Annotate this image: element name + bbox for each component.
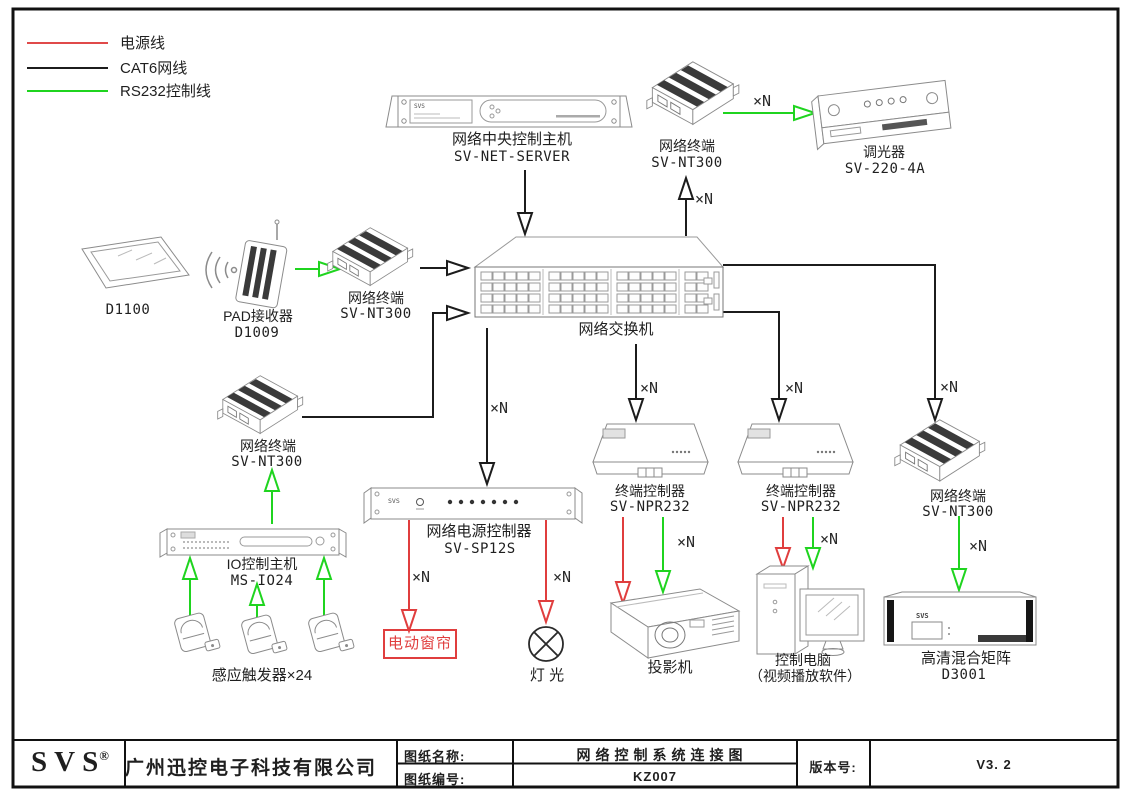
nt300-mid-label: 网络终端 bbox=[240, 438, 296, 454]
company-logo: SVS® bbox=[24, 746, 116, 779]
rs232-lines bbox=[189, 112, 960, 629]
cat6-lines bbox=[302, 170, 936, 464]
npr232-1-model: SV-NPR232 bbox=[609, 499, 691, 515]
lamp-icon bbox=[528, 626, 564, 662]
power-arrowheads bbox=[400, 547, 792, 635]
io-host-model: MS-IO24 bbox=[230, 573, 294, 589]
pad-receiver-illustration bbox=[235, 219, 288, 309]
legend-lines bbox=[27, 42, 108, 92]
matrix-brand-text: SVS bbox=[916, 612, 929, 620]
xn-nt300-top: ×N bbox=[695, 190, 714, 208]
sheet-name-label: 图纸名称: bbox=[404, 749, 466, 764]
npr232-2-model: SV-NPR232 bbox=[760, 499, 842, 515]
nt300-left-model: SV-NT300 bbox=[340, 306, 412, 322]
server-label: 网络中央控制主机 bbox=[451, 131, 573, 148]
nt300-mid-illustration bbox=[217, 375, 304, 434]
server-brand-text: SVS bbox=[414, 103, 425, 110]
xn-sp12s: ×N bbox=[490, 399, 509, 417]
light-label: 灯 光 bbox=[529, 667, 565, 684]
power-controller-label: 网络电源控制器 bbox=[426, 523, 532, 540]
xn-dimmer: ×N bbox=[753, 92, 772, 110]
registered-mark: ® bbox=[99, 748, 109, 764]
curtain-box: 电动窗帘 bbox=[383, 629, 457, 659]
sensors-label: 感应触发器×24 bbox=[211, 667, 313, 684]
switch-illustration bbox=[473, 236, 725, 318]
server-illustration: SVS bbox=[385, 95, 633, 128]
version-label: 版本号: bbox=[809, 760, 857, 775]
projector-label: 投影机 bbox=[647, 659, 693, 676]
io-host-illustration bbox=[159, 528, 347, 558]
nt300-right-illustration bbox=[894, 419, 986, 482]
pc-sublabel: （视频播放软件） bbox=[749, 668, 861, 684]
legend-label-rs232: RS232控制线 bbox=[120, 83, 211, 100]
xn-pc: ×N bbox=[820, 530, 839, 548]
sensor-3-illustration bbox=[307, 609, 355, 658]
nt300-left-label: 网络终端 bbox=[348, 290, 404, 306]
matrix-label: 高清混合矩阵 bbox=[920, 650, 1012, 667]
sheet-border bbox=[11, 7, 1120, 789]
nt300-mid-model: SV-NT300 bbox=[231, 454, 303, 470]
nt300-left-illustration bbox=[327, 227, 414, 286]
sensor-1-illustration bbox=[173, 609, 221, 658]
matrix-model: D3001 bbox=[941, 667, 987, 683]
nt300-top-label: 网络终端 bbox=[659, 138, 715, 154]
nt300-right-label: 网络终端 bbox=[930, 488, 986, 504]
nt300-right-model: SV-NT300 bbox=[922, 504, 994, 520]
power-controller-illustration: SVS bbox=[363, 487, 583, 524]
npr232-1-label: 终端控制器 bbox=[615, 483, 685, 499]
nt300-top-model: SV-NT300 bbox=[651, 155, 723, 171]
tablet-illustration bbox=[81, 236, 190, 289]
company-name: 广州迅控电子科技有限公司 bbox=[124, 758, 378, 779]
xn-curtain: ×N bbox=[412, 568, 431, 586]
legend-label-cat6: CAT6网线 bbox=[120, 60, 188, 77]
xn-projector: ×N bbox=[677, 533, 696, 551]
npr232-2-illustration bbox=[737, 423, 854, 478]
power-lines bbox=[408, 517, 784, 611]
nt300-top-illustration bbox=[646, 61, 740, 125]
projector-illustration bbox=[609, 588, 741, 659]
xn-nt300-right-link: ×N bbox=[940, 378, 959, 396]
titleblock-lines bbox=[13, 739, 1118, 787]
legend-label-power: 电源线 bbox=[120, 35, 166, 52]
server-model: SV-NET-SERVER bbox=[453, 149, 571, 165]
pad-receiver-model: D1009 bbox=[234, 325, 280, 341]
tablet-model: D1100 bbox=[105, 302, 151, 318]
sheet-no-label: 图纸编号: bbox=[404, 772, 466, 787]
wireless-waves-icon bbox=[205, 251, 238, 289]
dimmer-illustration bbox=[811, 79, 952, 151]
cat6-arrowheads bbox=[446, 174, 944, 488]
pc-label: 控制电脑 bbox=[775, 652, 831, 668]
sheet-no-value: KZ007 bbox=[632, 769, 678, 784]
version-value: V3. 2 bbox=[976, 757, 1012, 772]
xn-npr1-link: ×N bbox=[640, 379, 659, 397]
matrix-illustration: SVS bbox=[883, 591, 1037, 646]
xn-npr2-link: ×N bbox=[785, 379, 804, 397]
io-host-label: IO控制主机 bbox=[226, 556, 298, 572]
xn-light: ×N bbox=[553, 568, 572, 586]
pad-receiver-label: PAD接收器 bbox=[223, 308, 293, 324]
sheet-name-value: 网络控制系统连接图 bbox=[576, 747, 748, 763]
pc-illustration bbox=[755, 565, 865, 656]
npr232-1-illustration bbox=[592, 423, 709, 478]
sensor-2-illustration bbox=[240, 611, 288, 660]
switch-ports-row-template bbox=[480, 271, 709, 314]
power-controller-brand-text: SVS bbox=[388, 497, 400, 505]
power-controller-model: SV-SP12S bbox=[444, 541, 516, 557]
npr232-2-label: 终端控制器 bbox=[766, 483, 836, 499]
dimmer-model: SV-220-4A bbox=[844, 161, 926, 177]
logo-text: SVS bbox=[31, 746, 106, 778]
xn-matrix: ×N bbox=[969, 537, 988, 555]
switch-label: 网络交换机 bbox=[578, 321, 654, 338]
dimmer-label: 调光器 bbox=[863, 144, 905, 160]
